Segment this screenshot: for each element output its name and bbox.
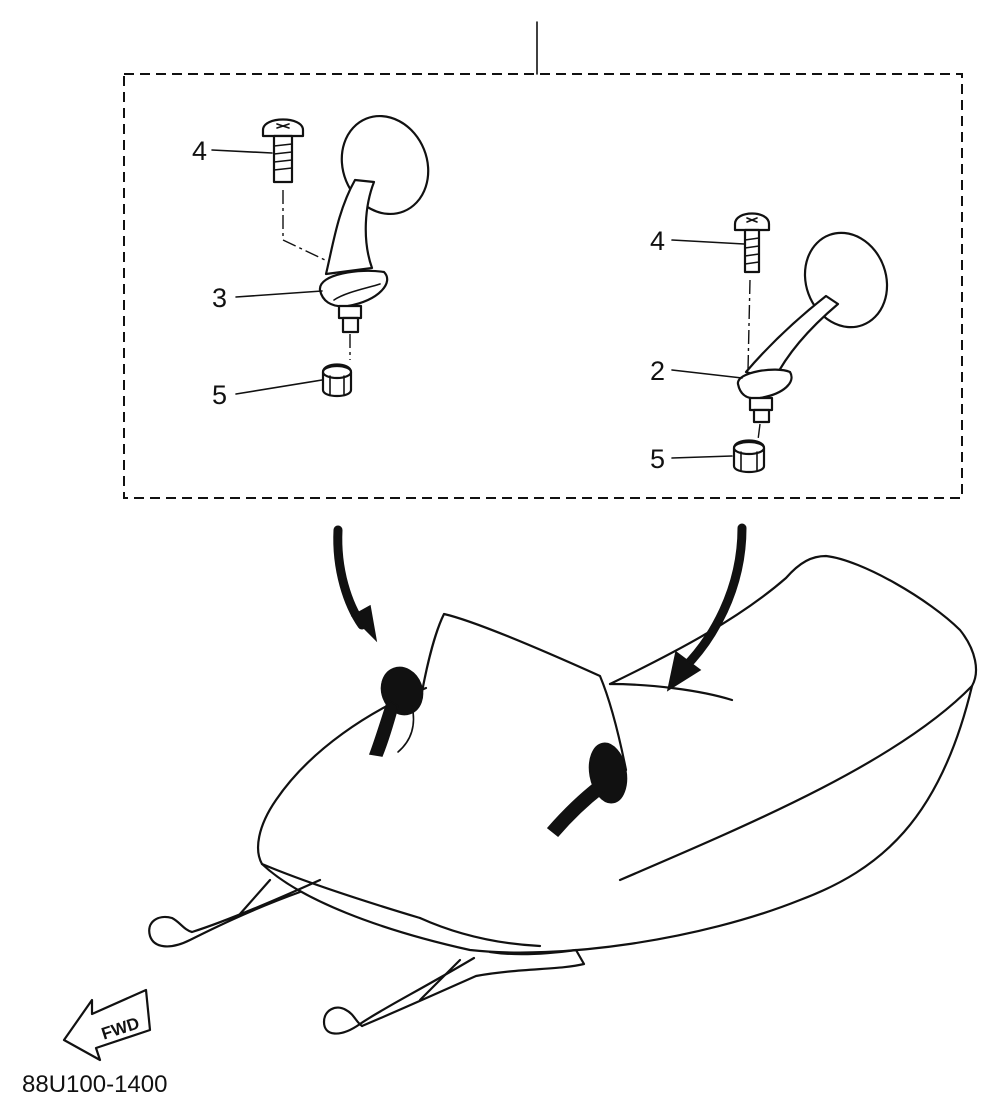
snowmobile-hood: [256, 684, 974, 954]
mounted-mirror-right: [546, 742, 628, 838]
mirror-base-right: [736, 368, 793, 400]
detail-box: [123, 73, 963, 499]
mirror-stud-left: [337, 304, 363, 320]
callout-nut-left: 5: [212, 380, 227, 410]
snowmobile: [148, 554, 978, 1035]
centerline-left: [282, 190, 326, 261]
mounted-mirror-left: [368, 666, 424, 757]
centerline-right: [747, 279, 751, 371]
diagram-code: 88U100-1400: [22, 1071, 167, 1098]
left-mirror-assembly: 4 3 5: [192, 114, 430, 410]
nut-right: [732, 439, 766, 474]
install-arrow-right: [666, 523, 747, 692]
nut-left: [321, 363, 353, 398]
ski-left: [148, 878, 322, 948]
ski-right: [322, 956, 476, 1035]
mirror-stalk-right: [744, 294, 840, 382]
callout-mirror-left: 3: [212, 283, 227, 313]
callout-mirror-right: 2: [650, 356, 665, 386]
forward-direction-arrow: FWD: [62, 988, 152, 1062]
install-arrow-left: [333, 525, 378, 643]
mirror-stud-right: [748, 396, 774, 412]
bolt-right: [733, 212, 771, 274]
mirror-base-left: [318, 269, 389, 308]
mirror-stalk-left: [324, 178, 376, 276]
bolt-left: [261, 118, 305, 184]
snowmobile-windshield: [420, 612, 628, 772]
callout-bolt-left: 4: [192, 136, 207, 166]
fwd-arrow-icon: [62, 988, 152, 1062]
snowmobile-tunnel: [608, 554, 978, 882]
right-mirror-assembly: 4 2 5: [650, 212, 889, 474]
callout-nut-right: 5: [650, 444, 665, 474]
callout-bolt-right: 4: [650, 226, 665, 256]
